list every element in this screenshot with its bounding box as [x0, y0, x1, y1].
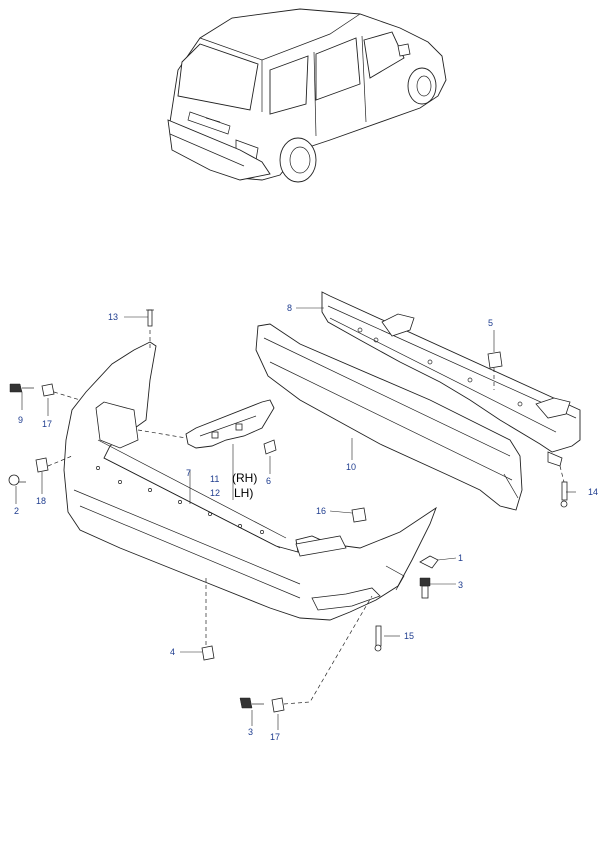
bumper-cover: [63, 341, 437, 621]
assembly-lines: [47, 330, 565, 705]
callout-1: 1: [458, 553, 463, 563]
nut-1: [419, 555, 439, 569]
callout-8: 8: [287, 303, 292, 313]
bolt-9: [9, 383, 34, 393]
side-bracket: [185, 399, 275, 449]
callout-17-upper: 17: [42, 419, 52, 429]
screw-2: [8, 474, 26, 486]
callout-2: 2: [14, 506, 19, 516]
clip-17-bottom: [271, 697, 285, 713]
callout-17-bottom: 17: [270, 732, 280, 742]
clip-5: [487, 351, 503, 369]
bolt-14: [560, 481, 568, 508]
callout-labels: 1 2 3 3 4 5 6 7 8 9 10 11 12 13 14 15 16…: [14, 303, 598, 742]
callout-16: 16: [316, 506, 326, 516]
callout-7: 7: [186, 468, 191, 478]
callout-14: 14: [588, 487, 598, 497]
callout-10: 10: [346, 462, 356, 472]
callout-4: 4: [170, 647, 175, 657]
side-label-lh: LH): [234, 486, 253, 500]
callout-12: 12: [210, 488, 220, 498]
bolt-13: [146, 309, 154, 327]
callout-18: 18: [36, 496, 46, 506]
bolt-3-right: [419, 577, 431, 599]
leader-lines: [15, 307, 576, 730]
side-designation: (RH) LH): [232, 471, 257, 500]
side-label-rh: (RH): [232, 471, 257, 485]
callout-3-right: 3: [458, 580, 463, 590]
callout-3-bottom: 3: [248, 727, 253, 737]
clip-6: [263, 439, 277, 455]
callout-9: 9: [18, 415, 23, 425]
clip-17-upper: [41, 383, 55, 397]
callout-5: 5: [488, 318, 493, 328]
callout-15: 15: [404, 631, 414, 641]
vehicle-illustration: [167, 8, 447, 183]
clip-4: [201, 645, 215, 661]
callout-11: 11: [210, 474, 219, 484]
nut-18: [35, 457, 49, 473]
bolt-15: [374, 625, 382, 652]
callout-13: 13: [108, 312, 118, 322]
bumper-reinforcement-beam: [321, 291, 581, 467]
bolt-3-bottom: [239, 697, 264, 709]
energy-absorber: [255, 323, 523, 511]
callout-6: 6: [266, 476, 271, 486]
clip-16: [351, 507, 367, 523]
